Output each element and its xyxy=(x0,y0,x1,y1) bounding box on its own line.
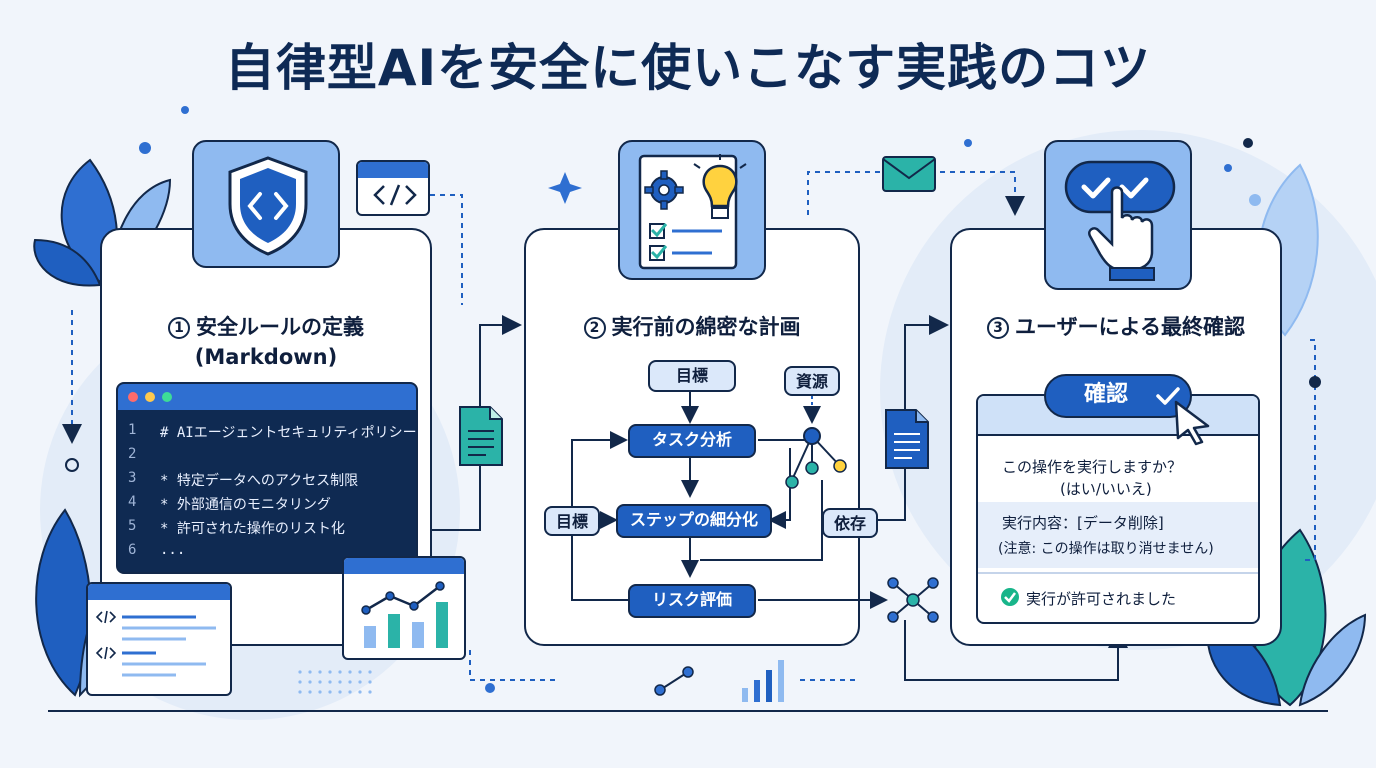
node-resources: 資源 xyxy=(784,366,840,396)
confirm-button-label: 確認 xyxy=(1084,382,1129,407)
document-icon-2 xyxy=(885,409,929,469)
node-goal-top: 目標 xyxy=(648,360,736,392)
node-goal-left: 目標 xyxy=(544,506,600,536)
checkmark-icon xyxy=(1156,387,1180,405)
window-maximize-dot xyxy=(162,392,172,402)
confirmation-result: 実行が許可されました xyxy=(1026,590,1177,608)
node-task-analysis: タスク分析 xyxy=(628,424,756,458)
code-editor-titlebar xyxy=(118,384,416,410)
node-dependency: 依存 xyxy=(822,508,878,538)
step-3-number: 3 xyxy=(987,317,1010,339)
code-snippet-lines-icon xyxy=(95,610,216,677)
confirm-button[interactable]: 確認 xyxy=(1044,374,1192,418)
step-3-heading-text: ユーザーによる最終確認 xyxy=(1015,315,1245,339)
click-check-icon xyxy=(1064,160,1176,281)
confirmation-options: (はい/いいえ) xyxy=(1060,480,1152,498)
window-minimize-dot xyxy=(145,392,155,402)
success-check-icon xyxy=(1001,588,1019,606)
node-step-breakdown: ステップの細分化 xyxy=(616,504,772,538)
confirmation-warning: (注意: この操作は取り消せません) xyxy=(998,541,1214,557)
step-3-icon-box xyxy=(1044,140,1192,290)
step-2-heading-text: 実行前の綿密な計画 xyxy=(611,315,801,339)
code-editor: 1# AIエージェントセキュリティポリシー 2 3* 特定データへのアクセス制限… xyxy=(116,382,418,574)
chart-window xyxy=(342,556,466,660)
code-snippet-window xyxy=(86,582,232,696)
step-1-heading-line2: (Markdown) xyxy=(194,345,338,369)
mouse-cursor-icon xyxy=(1174,400,1210,446)
confirmation-detail-band xyxy=(978,502,1258,568)
confirmation-question: この操作を実行しますか？ xyxy=(1002,458,1183,476)
bar-chart-icon xyxy=(361,581,448,648)
window-close-dot xyxy=(128,392,138,402)
confirmation-detail: 実行内容：[データ削除] xyxy=(1002,514,1164,532)
step-2-number: 2 xyxy=(583,317,606,339)
planning-document-icon xyxy=(638,154,747,270)
step-2-icon-box xyxy=(618,140,766,280)
code-brackets-icon xyxy=(373,184,417,206)
envelope-icon xyxy=(882,156,936,192)
shield-icon xyxy=(228,156,308,256)
step-1-number: 1 xyxy=(168,317,190,339)
confirmation-divider xyxy=(978,572,1258,574)
step-1-icon-box xyxy=(192,140,340,268)
confirmation-dialog: この操作を実行しますか？ (はい/いいえ) 実行内容：[データ削除] (注意: … xyxy=(976,394,1260,624)
code-tag-window xyxy=(356,160,430,216)
page-title: 自律型AIを安全に使いこなす実践のコツ xyxy=(224,39,1152,97)
document-icon-1 xyxy=(459,406,503,466)
node-risk-eval: リスク評価 xyxy=(628,584,756,618)
ground-line xyxy=(48,710,1328,712)
